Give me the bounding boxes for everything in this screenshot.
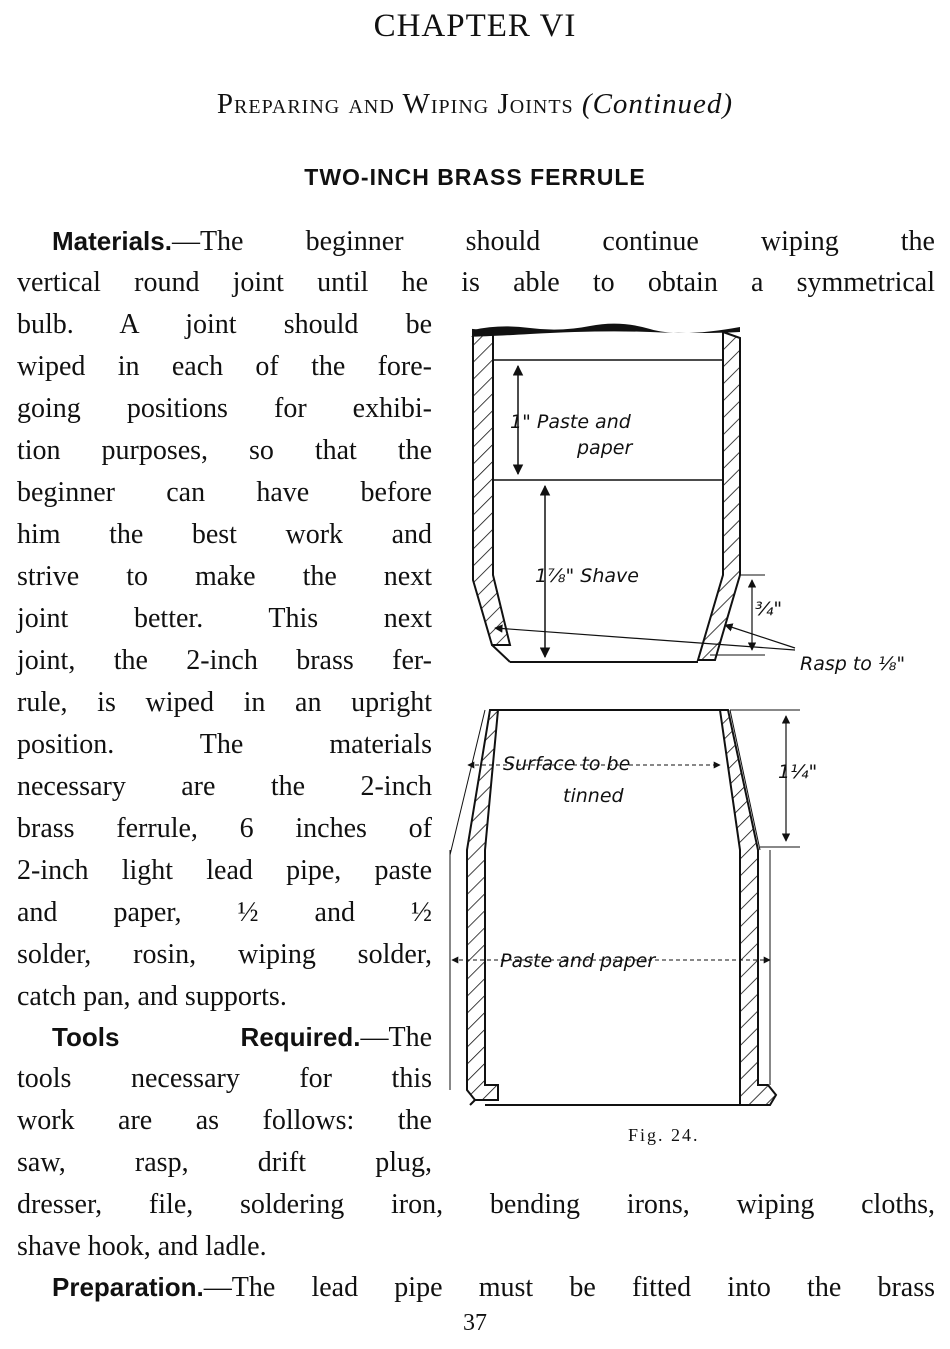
- paragraph-line-11: joint, the 2-inch brass fer-: [17, 645, 432, 676]
- tools-heading: Tools Required.: [52, 1022, 361, 1052]
- figure-24-diagram: 1" Paste and paper 1⅞" Shave ¾" Rasp to …: [449, 323, 905, 1106]
- line-text: —The beginner should continue wiping the: [171, 226, 935, 257]
- subtitle-main: Preparing and Wiping Joints: [216, 88, 574, 120]
- label-paste-bottom: Paste and paper: [500, 950, 656, 972]
- paragraph-line-3: bulb. A joint should be: [17, 309, 432, 340]
- paragraph-line-22: work are as follows: the: [17, 1105, 432, 1136]
- paragraph-line-24: dresser, file, soldering iron, bending i…: [17, 1189, 935, 1220]
- paragraph-line-8: him the best work and: [17, 519, 432, 550]
- chapter-subtitle: Preparing and Wiping Joints (Continued): [0, 88, 950, 121]
- paragraph-line-4: wiped in each of the fore-: [17, 351, 432, 382]
- label-shave: 1⅞" Shave: [535, 565, 639, 587]
- line-text: —The: [360, 1022, 432, 1053]
- paragraph-line-25: shave hook, and ladle.: [17, 1231, 267, 1262]
- paragraph-line-9: strive to make the next: [17, 561, 432, 592]
- label-surface-2: tinned: [563, 785, 625, 807]
- paragraph-line-14: necessary are the 2-inch: [17, 771, 432, 802]
- label-one-quarter: 1¼": [778, 761, 817, 783]
- paragraph-line-19: catch pan, and supports.: [17, 981, 287, 1012]
- paragraph-line-1: Materials.—The beginner should continue …: [52, 224, 935, 259]
- preparation-heading: Preparation.: [52, 1272, 204, 1302]
- paragraph-line-13: position. The materials: [17, 729, 432, 760]
- label-paste-top-1: 1" Paste and: [510, 411, 632, 433]
- paragraph-line-17: and paper, ½ and ½: [17, 897, 432, 928]
- paragraph-line-16: 2-inch light lead pipe, paste: [17, 855, 432, 886]
- line-text: —The lead pipe must be fitted into the b…: [203, 1272, 935, 1303]
- label-paste-top-2: paper: [576, 437, 633, 459]
- materials-heading: Materials.: [52, 226, 172, 256]
- paragraph-line-26: Preparation.—The lead pipe must be fitte…: [52, 1270, 935, 1305]
- figure-caption: Fig. 24.: [628, 1125, 700, 1145]
- paragraph-line-21: tools necessary for this: [17, 1063, 432, 1094]
- paragraph-line-2: vertical round joint until he is able to…: [17, 267, 935, 298]
- paragraph-line-12: rule, is wiped in an upright: [17, 687, 432, 718]
- label-surface-1: Surface to be: [503, 753, 630, 775]
- paragraph-line-5: going positions for exhibi-: [17, 393, 432, 424]
- chapter-heading: CHAPTER VI: [373, 8, 577, 44]
- paragraph-line-23: saw, rasp, drift plug,: [17, 1147, 432, 1178]
- subtitle-continued: (Continued): [581, 88, 734, 120]
- paragraph-line-15: brass ferrule, 6 inches of: [17, 813, 432, 844]
- label-three-quarter: ¾": [755, 598, 782, 620]
- label-rasp: Rasp to ⅛": [800, 653, 905, 675]
- page-number: 37: [463, 1310, 487, 1336]
- paragraph-line-10: joint better. This next: [17, 603, 432, 634]
- paragraph-line-20: Tools Required.—The: [52, 1020, 432, 1055]
- lead-pipe-drawing: [470, 323, 796, 663]
- brass-ferrule-drawing: [449, 709, 800, 1106]
- paragraph-line-18: solder, rosin, wiping solder,: [17, 939, 432, 970]
- paragraph-line-6: tion purposes, so that the: [17, 435, 432, 466]
- paragraph-line-7: beginner can have before: [17, 477, 432, 508]
- section-title: TWO-INCH BRASS FERRULE: [304, 164, 646, 190]
